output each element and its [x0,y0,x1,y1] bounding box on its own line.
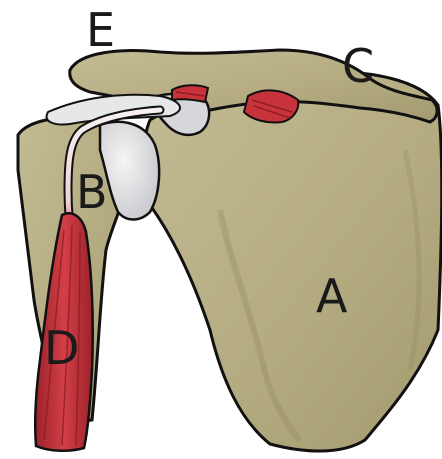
label-d: D [44,321,79,375]
label-e: E [86,3,115,57]
label-c: C [342,39,374,93]
label-b: B [76,165,108,219]
label-a: A [316,269,348,323]
